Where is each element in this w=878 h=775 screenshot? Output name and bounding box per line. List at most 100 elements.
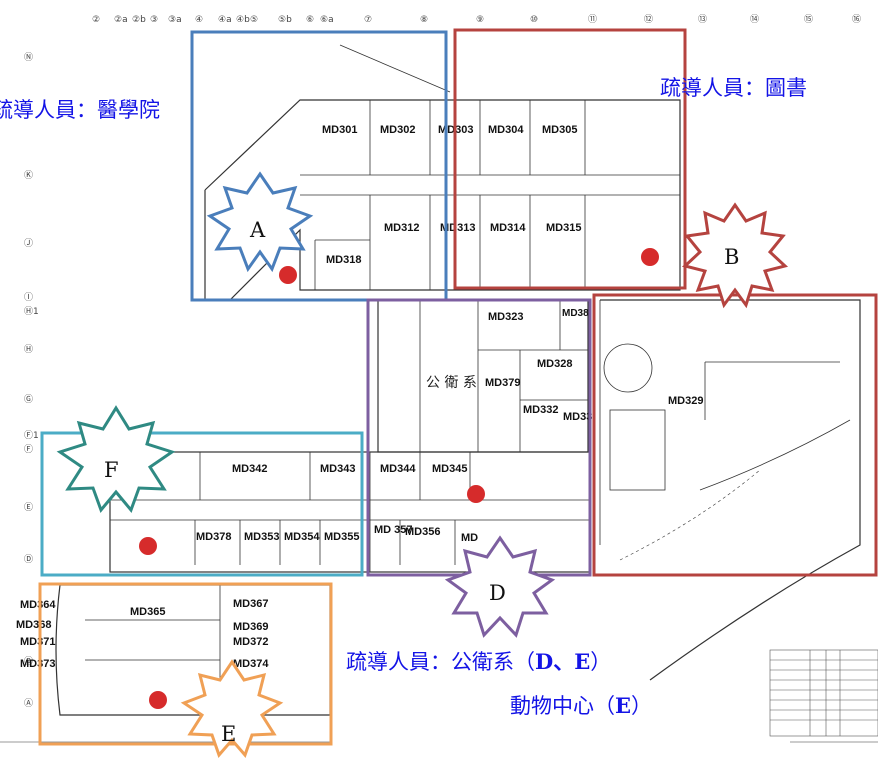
zone-f-box	[40, 431, 364, 577]
axis-label: ⑩	[530, 15, 538, 25]
axis-label: ⑭	[750, 14, 759, 25]
assembly-dot	[467, 485, 485, 503]
room-label: MD38	[562, 308, 589, 319]
axis-label: ⑧	[420, 15, 428, 25]
room-label: MD33	[563, 411, 592, 423]
zone-a-star: A	[206, 171, 314, 273]
guide-library: 疏導人員：圖書	[660, 76, 807, 100]
room-label: MD 357	[374, 524, 413, 536]
axis-label: Ⓙ	[24, 238, 33, 249]
room-label: MD343	[320, 463, 355, 475]
room-label: MD312	[384, 222, 419, 234]
room-label: MD354	[284, 531, 320, 543]
guide-animal-center: 動物中心（E）	[510, 690, 652, 720]
assembly-dot	[279, 266, 297, 284]
axis-label: ⑨	[476, 15, 484, 25]
axis-label: Ⓕ	[24, 444, 33, 455]
room-label: MD	[461, 532, 478, 544]
room-label: MD373	[20, 658, 55, 670]
axis-label: ⑤b	[278, 15, 292, 25]
room-label: MD356	[405, 526, 440, 538]
axis-label: Ⓘ	[24, 292, 33, 303]
axis-label: Ⓑ	[24, 656, 33, 667]
axis-label: ⑥a	[320, 15, 334, 25]
axis-label: ③	[150, 15, 158, 25]
zone-f-star: F	[56, 405, 176, 513]
axis-label: ④	[195, 15, 203, 25]
room-label: MD329	[668, 395, 703, 407]
guide-animal-prefix: 動物中心（	[510, 694, 615, 718]
axis-label: ②a	[114, 15, 128, 25]
axis-label: ⑯	[852, 14, 861, 25]
guide-animal-zone: E	[615, 693, 632, 718]
axis-label: Ⓖ	[24, 394, 33, 405]
assembly-points	[139, 248, 659, 709]
axis-label: ⑬	[698, 14, 707, 25]
guide-public-health-suffix: ）	[590, 650, 612, 674]
room-label: MD302	[380, 124, 415, 136]
axis-label: ⑥	[306, 15, 314, 25]
room-label: MD367	[233, 598, 268, 610]
room-label: MD374	[233, 658, 269, 670]
room-label: MD318	[326, 254, 361, 266]
zone-d-letter: D	[489, 581, 506, 605]
room-label: MD305	[542, 124, 577, 136]
room-label: MD368	[16, 619, 51, 631]
room-label: MD323	[488, 311, 523, 323]
axis-top: ② ②a ②b ③ ③a ④ ④a ④b ⑤ ⑤b ⑥ ⑥a ⑦ ⑧ ⑨ ⑩ ⑪…	[92, 14, 861, 25]
building-walls	[0, 44, 878, 743]
guide-medicine: 疏導人員：醫學院	[0, 98, 160, 122]
axis-label: ③a	[168, 15, 182, 25]
room-label: MD342	[232, 463, 267, 475]
axis-label: ④b	[236, 15, 250, 25]
legend-table	[769, 649, 878, 737]
room-label: MD371	[20, 636, 55, 648]
public-health-area-label: 公 衛 系	[426, 375, 477, 391]
assembly-dot	[139, 537, 157, 555]
axis-label: Ⓐ	[24, 698, 33, 709]
room-labels: MD301 MD302 MD303 MD304 MD305 MD312 MD31…	[16, 124, 703, 670]
room-label: MD314	[490, 222, 526, 234]
axis-label: ⑪	[588, 14, 597, 25]
zone-e-star: E	[180, 659, 284, 758]
room-label: MD332	[523, 404, 558, 416]
room-label: MD315	[546, 222, 581, 234]
zone-boxes	[38, 28, 878, 746]
axis-label: Ⓚ	[24, 170, 33, 181]
axis-label: ⑤	[250, 15, 258, 25]
zone-a-letter: A	[249, 218, 266, 242]
room-label: MD369	[233, 621, 268, 633]
room-label: MD301	[322, 124, 357, 136]
axis-label: Ⓗ	[24, 344, 33, 355]
guide-public-health-zones: D、E	[535, 649, 591, 674]
axis-label: ⑫	[644, 14, 653, 25]
axis-label: ⑦	[364, 15, 372, 25]
zone-b-box-library	[592, 293, 878, 577]
room-label: MD344	[380, 463, 416, 475]
axis-label: Ⓔ	[24, 502, 33, 513]
room-label: MD304	[488, 124, 524, 136]
guide-public-health: 疏導人員：公衛系（D、E）	[346, 646, 611, 676]
room-label: MD379	[485, 377, 520, 389]
room-label: MD365	[130, 606, 165, 618]
axis-label: ②b	[132, 15, 146, 25]
room-label: MD313	[440, 222, 475, 234]
room-label: MD328	[537, 358, 572, 370]
axis-label: ②	[92, 15, 100, 25]
zone-b-letter: B	[724, 245, 739, 269]
assembly-dot	[149, 691, 167, 709]
room-label: MD378	[196, 531, 231, 543]
zone-e-box	[38, 582, 333, 746]
room-label: MD372	[233, 636, 268, 648]
axis-label: Ⓕ1	[24, 430, 39, 441]
zone-b-box-upper	[453, 28, 687, 290]
zone-e-letter: E	[221, 722, 236, 746]
room-label: MD345	[432, 463, 467, 475]
axis-label: ⑮	[804, 14, 813, 25]
guide-animal-suffix: ）	[631, 694, 653, 718]
guide-public-health-prefix: 疏導人員：公衛系（	[346, 650, 535, 674]
axis-label: Ⓝ	[24, 52, 33, 63]
room-label: MD355	[324, 531, 359, 543]
zone-b-star: B	[681, 202, 789, 309]
